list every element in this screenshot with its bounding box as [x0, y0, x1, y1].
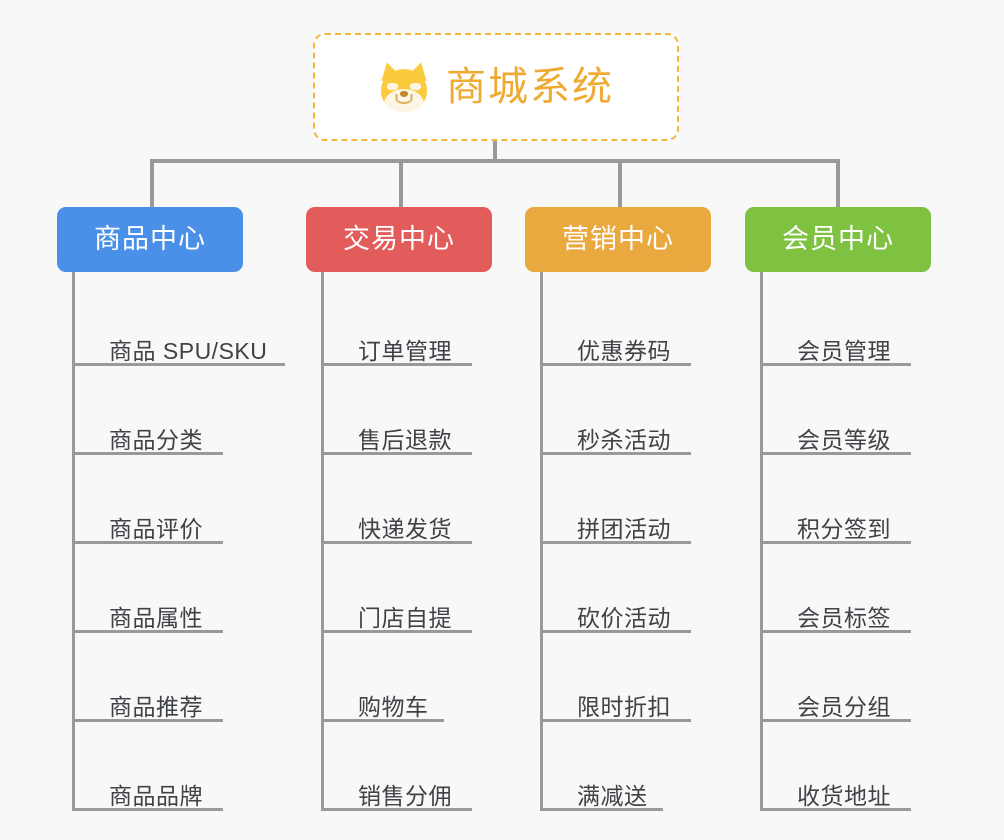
list-item[interactable]: 优惠券码 — [543, 277, 735, 366]
leaf-list-marketing-center: 优惠券码 秒杀活动 拼团活动 砍价活动 限时折扣 满减送 — [540, 272, 735, 811]
leaf-label: 会员等级 — [797, 426, 891, 453]
list-item[interactable]: 订单管理 — [324, 277, 516, 366]
leaf-label: 商品推荐 — [109, 693, 203, 720]
list-item[interactable]: 门店自提 — [324, 544, 516, 633]
list-item[interactable]: 商品分类 — [75, 366, 267, 455]
leaf-label: 限时折扣 — [577, 693, 671, 720]
list-item[interactable]: 商品品牌 — [75, 722, 267, 811]
list-item[interactable]: 会员管理 — [763, 277, 955, 366]
list-item[interactable]: 会员等级 — [763, 366, 955, 455]
list-item[interactable]: 快递发货 — [324, 455, 516, 544]
connector-drop-2 — [399, 159, 403, 207]
leaf-label: 快递发货 — [358, 515, 452, 542]
connector-horizontal-bus — [150, 159, 840, 163]
branch-product-center: 商品中心 商品 SPU/SKU 商品分类 商品评价 商品属性 商品推荐 商品品牌 — [57, 207, 285, 811]
category-title: 交易中心 — [343, 224, 455, 254]
leaf-label: 购物车 — [358, 693, 429, 720]
leaf-label: 售后退款 — [358, 426, 452, 453]
list-item[interactable]: 商品属性 — [75, 544, 267, 633]
dog-face-icon — [377, 59, 431, 112]
connector-drop-4 — [836, 159, 840, 207]
list-item[interactable]: 收货地址 — [763, 722, 955, 811]
list-item[interactable]: 售后退款 — [324, 366, 516, 455]
category-title: 商品中心 — [94, 224, 206, 254]
leaf-list-member-center: 会员管理 会员等级 积分签到 会员标签 会员分组 收货地址 — [760, 272, 955, 811]
root-node[interactable]: 商城系统 — [313, 33, 679, 141]
category-box-product-center[interactable]: 商品中心 — [57, 207, 243, 272]
list-item[interactable]: 会员标签 — [763, 544, 955, 633]
category-box-marketing-center[interactable]: 营销中心 — [525, 207, 711, 272]
leaf-list-product-center: 商品 SPU/SKU 商品分类 商品评价 商品属性 商品推荐 商品品牌 — [72, 272, 285, 811]
leaf-label: 拼团活动 — [577, 515, 671, 542]
list-item[interactable]: 购物车 — [324, 633, 516, 722]
list-item[interactable]: 限时折扣 — [543, 633, 735, 722]
list-item[interactable]: 商品评价 — [75, 455, 267, 544]
connector-drop-1 — [150, 159, 154, 207]
leaf-label: 商品评价 — [109, 515, 203, 542]
category-title: 会员中心 — [782, 224, 894, 254]
list-item[interactable]: 拼团活动 — [543, 455, 735, 544]
branch-trade-center: 交易中心 订单管理 售后退款 快递发货 门店自提 购物车 销售分佣 — [306, 207, 516, 811]
root-title: 商城系统 — [446, 65, 614, 109]
leaf-label: 积分签到 — [797, 515, 891, 542]
leaf-label: 商品 SPU/SKU — [109, 337, 268, 364]
leaf-label: 销售分佣 — [358, 782, 452, 809]
leaf-label: 会员标签 — [797, 604, 891, 631]
leaf-label: 商品分类 — [109, 426, 203, 453]
leaf-label: 会员分组 — [797, 693, 891, 720]
branch-marketing-center: 营销中心 优惠券码 秒杀活动 拼团活动 砍价活动 限时折扣 满减送 — [525, 207, 735, 811]
leaf-label: 满减送 — [577, 782, 648, 809]
leaf-label: 商品属性 — [109, 604, 203, 631]
branch-member-center: 会员中心 会员管理 会员等级 积分签到 会员标签 会员分组 收货地址 — [745, 207, 955, 811]
leaf-label: 商品品牌 — [109, 782, 203, 809]
leaf-label: 收货地址 — [797, 782, 891, 809]
leaf-list-trade-center: 订单管理 售后退款 快递发货 门店自提 购物车 销售分佣 — [321, 272, 516, 811]
leaf-label: 门店自提 — [358, 604, 452, 631]
list-item[interactable]: 会员分组 — [763, 633, 955, 722]
list-item[interactable]: 秒杀活动 — [543, 366, 735, 455]
connector-drop-3 — [618, 159, 622, 207]
list-item[interactable]: 砍价活动 — [543, 544, 735, 633]
leaf-label: 订单管理 — [358, 337, 452, 364]
category-title: 营销中心 — [562, 224, 674, 254]
leaf-label: 会员管理 — [797, 337, 891, 364]
connector-root-stem — [493, 141, 497, 161]
category-box-trade-center[interactable]: 交易中心 — [306, 207, 492, 272]
list-item[interactable]: 满减送 — [543, 722, 735, 811]
leaf-label: 优惠券码 — [577, 337, 671, 364]
list-item[interactable]: 积分签到 — [763, 455, 955, 544]
leaf-label: 砍价活动 — [577, 604, 671, 631]
list-item[interactable]: 商品推荐 — [75, 633, 267, 722]
category-box-member-center[interactable]: 会员中心 — [745, 207, 931, 272]
leaf-label: 秒杀活动 — [577, 426, 671, 453]
list-item[interactable]: 销售分佣 — [324, 722, 516, 811]
list-item[interactable]: 商品 SPU/SKU — [75, 277, 285, 366]
